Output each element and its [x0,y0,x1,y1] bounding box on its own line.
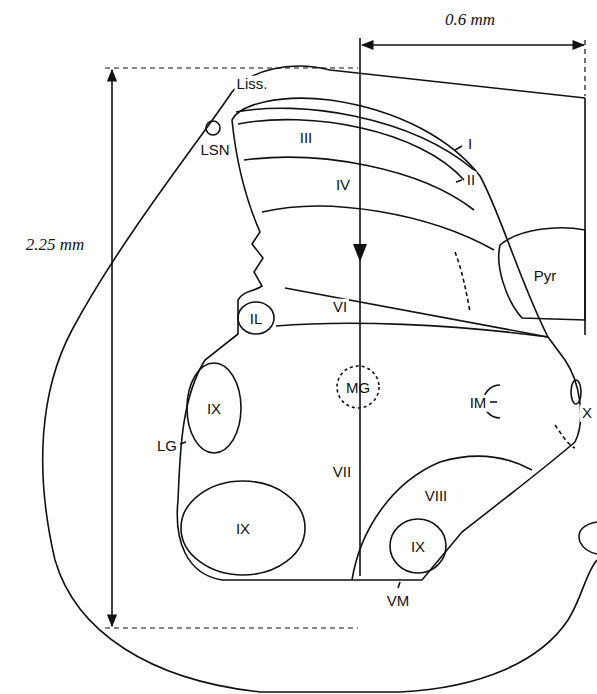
dimension-label: 0.6 mm [443,11,497,30]
region-label: LSN [198,142,231,159]
lamina-line [236,108,474,170]
nucleus-region: IL [237,301,275,335]
region-label: IL [250,310,263,327]
dimension-guide [584,40,585,96]
region-outline [181,481,305,575]
lamina-label: IV [334,177,352,194]
region-label: Liss. [235,76,270,93]
region-outline [390,519,446,573]
lamina-ix-region: IX [389,518,447,574]
lamina-label: I [466,136,474,153]
leader-line [398,582,400,588]
lamina-label: VIII [423,488,450,505]
region-outline [337,366,379,408]
central-canal [571,380,581,404]
nucleus-region: MG [336,365,380,409]
region-label: X [580,405,594,422]
lamina-viii-boundary [352,456,532,580]
probe-track [359,38,361,576]
lamina-boundary-dashed [555,425,575,448]
lamina-line [238,120,464,180]
dimension-guide [105,627,358,628]
pyramidal-tract [499,228,585,320]
region-outline [238,302,274,334]
lamina-label: VII [331,464,353,481]
region-label: IX [236,520,250,537]
region-label: VM [385,593,412,610]
region-label: Pyr [532,268,559,285]
lamina-label: III [298,130,315,147]
ventral-fissure [579,522,597,554]
dimension-guide [105,67,358,68]
lamina-line [262,206,494,250]
region-label: IX [207,400,221,417]
grey-matter-outline [177,98,580,580]
leader-line [490,401,497,403]
dimension-arrow [111,70,113,626]
lamina-line [244,157,474,210]
lamina-label: VI [331,299,349,316]
leader-line [180,442,186,444]
region-outline [187,363,241,453]
dimension-arrow [362,44,584,46]
lsn-nucleus [206,121,220,135]
lamina-label: II [465,172,477,189]
region-label: IM [468,395,489,412]
lamina-ix-region: IX [180,480,306,576]
cord-outline [43,66,597,692]
lamina-line [276,323,548,337]
region-label: LG [155,438,179,455]
lamina-ix-region: IX [186,362,242,454]
region-label: MG [346,379,370,396]
dimension-label: 2.25 mm [24,236,87,255]
lamina-boundary-dashed [455,252,470,312]
leader-line [456,180,462,182]
leader-line [455,146,462,150]
arrowhead [353,244,367,262]
region-label: IX [411,538,425,555]
